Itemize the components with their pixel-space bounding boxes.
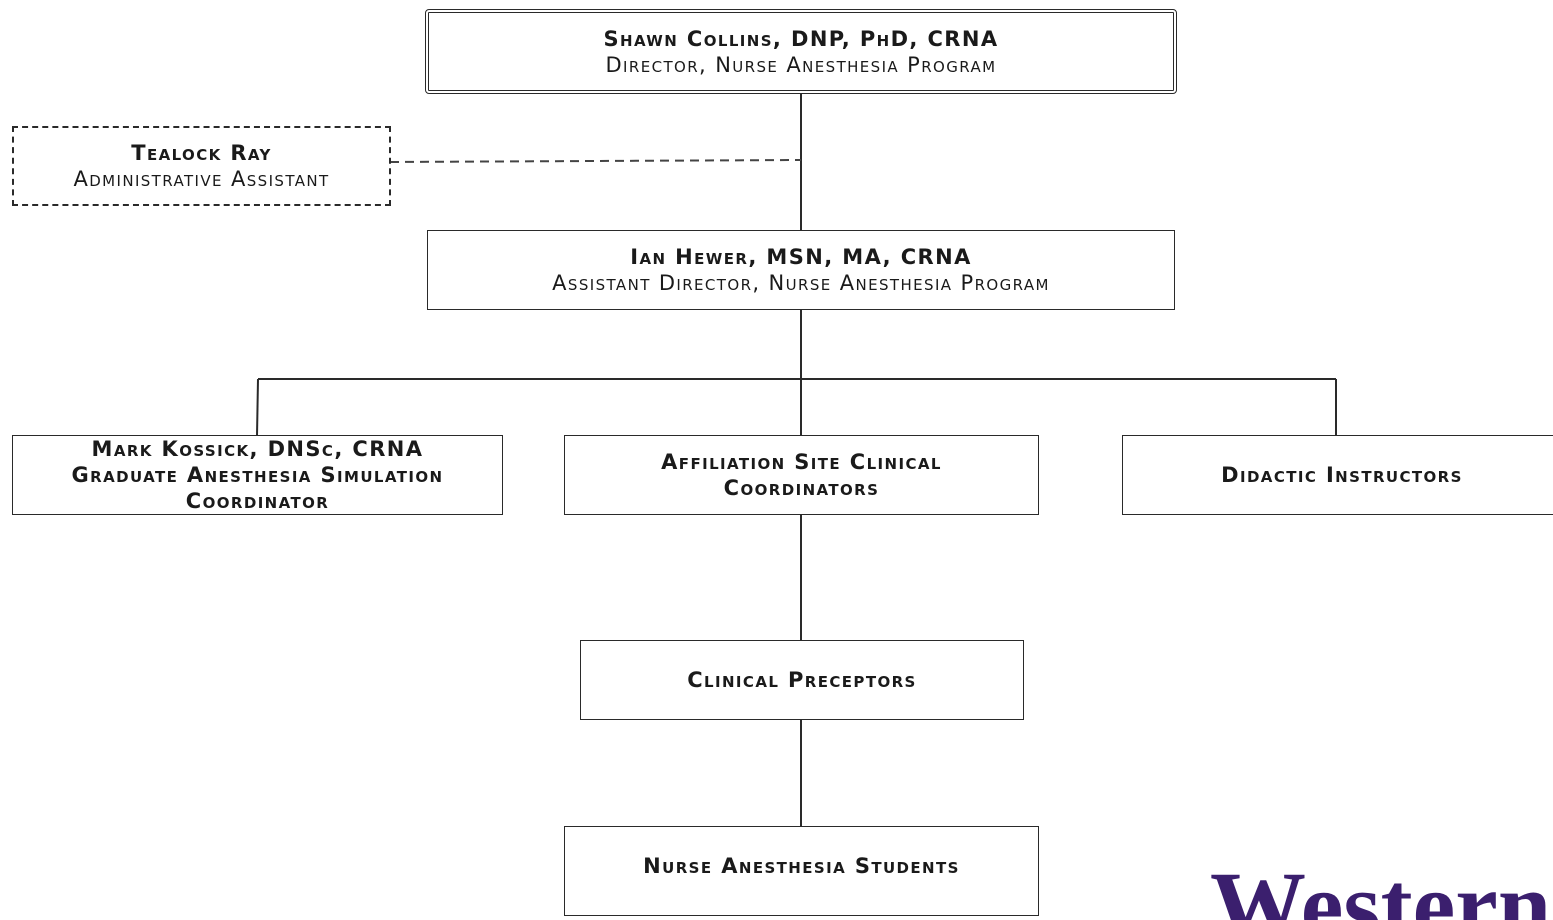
director-name: Shawn Collins, DNP, PhD, CRNA: [603, 26, 999, 51]
assistant-director-name: Ian Hewer, MSN, MA, CRNA: [630, 245, 972, 269]
assistant-director-box: Ian Hewer, MSN, MA, CRNA Assistant Direc…: [427, 230, 1175, 310]
line-admin-dashed: [389, 159, 802, 163]
clinical-preceptors-label: Clinical Preceptors: [687, 668, 917, 692]
western-logo-text: Western: [1210, 860, 1551, 920]
western-logo-image: Western: [1210, 860, 1551, 920]
affiliation-coordinators-box: Affiliation Site Clinical Coordinators: [564, 435, 1039, 515]
affiliation-coordinators-label: Affiliation Site Clinical Coordinators: [661, 450, 942, 500]
didactic-instructors-label: Didactic Instructors: [1221, 463, 1463, 487]
director-title: Director, Nurse Anesthesia Program: [605, 52, 997, 77]
admin-assistant-title: Administrative Assistant: [73, 167, 330, 191]
didactic-instructors-box: Didactic Instructors: [1122, 435, 1553, 515]
admin-assistant-name: Tealock Ray: [131, 141, 272, 165]
assistant-director-title: Assistant Director, Nurse Anesthesia Pro…: [552, 271, 1050, 295]
admin-assistant-box: Tealock Ray Administrative Assistant: [12, 126, 391, 206]
director-box: Shawn Collins, DNP, PhD, CRNA Director, …: [425, 9, 1177, 94]
simulation-coordinator-name: Mark Kossick, DNSc, CRNA: [91, 437, 424, 461]
simulation-coordinator-box: Mark Kossick, DNSc, CRNA Graduate Anesth…: [12, 435, 503, 515]
western-logo: Western: [1210, 860, 1553, 920]
clinical-preceptors-box: Clinical Preceptors: [580, 640, 1024, 720]
simulation-coordinator-title: Graduate Anesthesia Simulation Coordinat…: [71, 463, 444, 513]
line-drop-left: [256, 378, 259, 437]
students-label: Nurse Anesthesia Students: [643, 854, 960, 878]
